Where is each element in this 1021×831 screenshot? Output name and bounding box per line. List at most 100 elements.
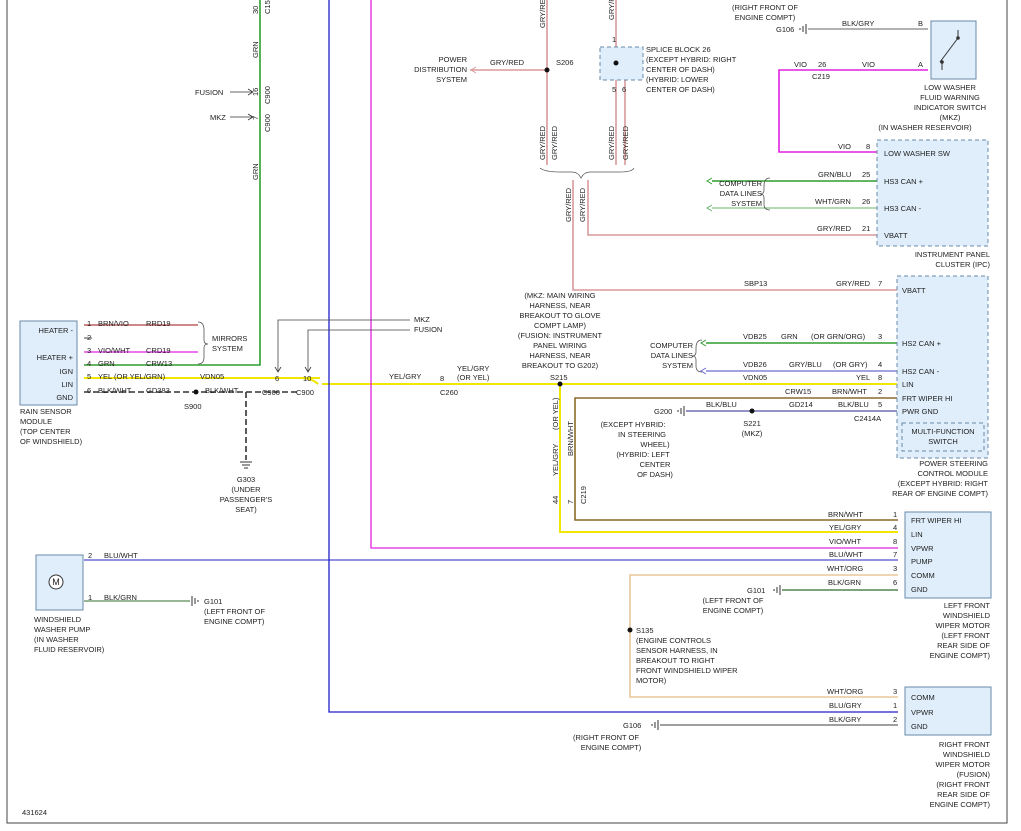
splice-block-dot [613,60,619,66]
rain-circuit-crw13: CRW13 [146,359,172,368]
s900-label: S900 [184,402,202,411]
figure-id: 431624 [22,808,47,817]
g303-2: (UNDER [231,485,261,494]
wire-brn-wht [574,397,898,521]
rf-wire-wht-org: WHT/ORG [827,687,863,696]
lf-wiper-motor [904,511,992,599]
gry-red-v2: GRY/RED [538,125,547,160]
lf-wire-blu-wht: BLU/WHT [829,550,863,559]
mkz-ref-label: MKZ [414,315,430,324]
rain-num-4: 4 [87,359,91,368]
pscm-circuit-vdb25: VDB25 [743,332,767,341]
g101-left-ground-icon [191,596,199,606]
connector-c2414a: C2414A [854,414,881,423]
hybrid-note-1: (EXCEPT HYBRID: [601,420,666,429]
yel-gry-alt-2: (OR YEL) [457,373,490,382]
power-dist-arrow-icon [470,66,477,74]
cdl1-hs3-plus-arrow-icon [706,177,713,185]
splice-pin-6: 6 [622,85,626,94]
splice-pin-5: 5 [612,85,616,94]
pscm-caption-3: (EXCEPT HYBRID: RIGHT [898,479,989,488]
cdl1-3: SYSTEM [731,199,762,208]
low-washer-pin-b: B [918,19,923,28]
splice-block-box [599,46,644,81]
cdl2-3: SYSTEM [662,361,693,370]
power-dist-1: POWER [439,55,468,64]
harness-bracket [539,167,635,179]
splice-block-2: (EXCEPT HYBRID: RIGHT [646,55,737,64]
wire-yel-gry-vert [559,384,898,533]
rain-num-2: 2 [87,333,91,342]
fusion-ref-arrow-icon [304,366,312,373]
washer-pump-symbol: M [52,577,60,587]
pscm-pin-pwr-gnd: PWR GND [902,407,939,416]
lf-pin-frt-wiper: FRT WIPER HI [911,516,962,525]
pin-7-c219: 7 [566,500,575,504]
pscm-pin-frt-wiper: FRT WIPER HI [902,394,953,403]
gry-red-v1: GRY/RED [538,0,547,28]
connector-c219-b: C219 [579,486,588,504]
lf-engine-1: (LEFT FRONT OF [703,596,764,605]
ipc-module [876,139,989,247]
fusion-ref-label: FUSION [414,325,442,334]
g106-top-ground-icon [799,24,807,34]
pscm-caption-4: REAR OF ENGINE COMPT) [892,489,988,498]
rain-pin-lin: LIN [61,380,73,389]
hybrid-note-4: (HYBRID: LEFT [616,450,670,459]
rain-caption-3: (TOP CENTER [20,427,71,436]
s135-3: SENSOR HARNESS, IN [636,646,718,655]
rain-num-5: 5 [87,372,91,381]
pscm-pin-hs2-plus: HS2 CAN + [902,339,942,348]
rf-caption-4: (FUSION) [957,770,991,779]
pscm-num-5: 5 [878,400,882,409]
rf-caption-3: WIPER MOTOR [936,760,991,769]
g106-bottom-ground-icon [651,720,659,730]
ipc-pin-low-washer: LOW WASHER SW [884,149,951,158]
pin-7-mkz: 7 [251,116,260,120]
g303-ground-icon [240,461,252,469]
g200-ground-icon [677,406,685,416]
lf-pin-lin: LIN [911,530,923,539]
rain-caption-2: MODULE [20,417,52,426]
wire-blk-wht-gnd [84,391,300,460]
wire-grn-ign [84,0,261,366]
g101-mid-ground-icon [773,585,781,595]
mfs-1: MULTI-FUNCTION [911,427,974,436]
hybrid-note-2: IN STEERING [618,430,666,439]
s135-4: BREAKOUT TO RIGHT [636,656,715,665]
sbp13-label: SBP13 [744,279,767,288]
ipc-caption-2: CLUSTER (IPC) [935,260,990,269]
ipc-caption-1: INSTRUMENT PANEL [915,250,990,259]
lf-wire-yel-gry: YEL/GRY [829,523,861,532]
wire-blu-vpwr [328,0,898,713]
s135-2: (ENGINE CONTROLS [636,636,711,645]
rain-pin-ign: IGN [60,367,73,376]
cdl2-hs2-minus-arrow-icon [700,367,707,375]
hybrid-note-6: OF DASH) [637,470,673,479]
pscm-caption-2: CONTROL MODULE [917,469,988,478]
pscm-num-8: 8 [878,373,882,382]
hybrid-note-3: WHEEL) [640,440,670,449]
connector-c900-b: C900 [263,114,272,132]
wire-gry-red-vbatt-ipc [587,180,877,236]
s135-1: S135 [636,626,654,635]
pscm-circuit-vdb26: VDB26 [743,360,767,369]
splice-block-3: CENTER OF DASH) [646,65,715,74]
rf-num-2: 2 [893,715,897,724]
rain-wire-brn-vio: BRN/VIO [98,319,129,328]
rain-circuit-rrd19: RRD19 [146,319,171,328]
rain-num-6: 6 [87,386,91,395]
s215-dot [557,381,563,387]
gry-red-v6: GRY/RED [607,0,616,20]
rf-wiper-motor [904,686,992,736]
g101-left-2: (LEFT FRONT OF [204,607,265,616]
pump-caption-3: (IN WASHER [34,635,79,644]
pin-6-c900: 6 [275,374,279,383]
pscm-caption-1: POWER STEERING [919,459,988,468]
ipc-pin-hs3-minus: HS3 CAN - [884,204,922,213]
rf-wire-blu-gry: BLU/GRY [829,701,862,710]
mfs-box [901,422,985,452]
connector-c900-c: C900 [262,388,280,397]
mkz-harness-3: BREAKOUT TO GLOVE [519,311,600,320]
rf-num-3: 3 [893,687,897,696]
